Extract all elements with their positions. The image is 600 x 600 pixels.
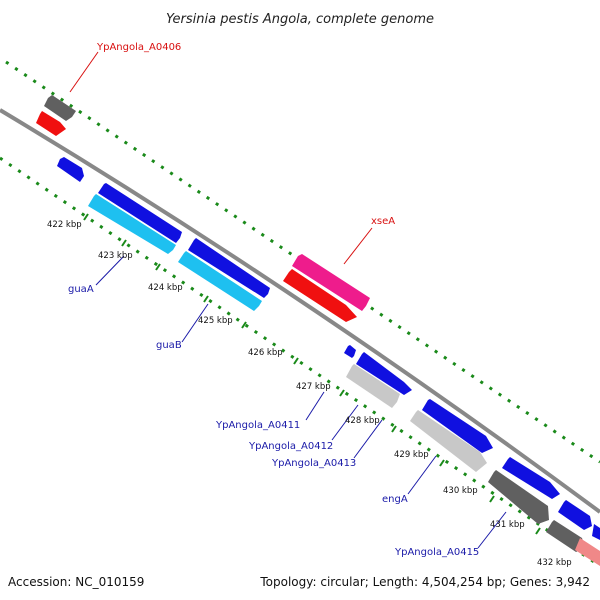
connector-ypangola-a0412 bbox=[331, 404, 359, 441]
feature-ypangola-a0411[interactable] bbox=[356, 352, 412, 395]
gene-label-ypangola-a0411[interactable]: YpAngola_A0411 bbox=[215, 420, 300, 431]
feature-red-xsea-adjacent[interactable] bbox=[283, 269, 357, 322]
connector-ypangola-a0411 bbox=[305, 391, 325, 421]
tick-label: 431 kbp bbox=[490, 520, 525, 530]
feature-blue-right-2[interactable] bbox=[558, 500, 592, 530]
feature-guab-upper[interactable] bbox=[188, 238, 270, 298]
inner-track bbox=[57, 157, 600, 566]
tick-label: 427 kbp bbox=[296, 382, 331, 392]
gene-label-ypangola-a0415[interactable]: YpAngola_A0415 bbox=[394, 547, 479, 558]
tick-label: 430 kbp bbox=[443, 486, 478, 496]
feature-xsea[interactable] bbox=[292, 254, 370, 311]
feature-ypangola-a0406[interactable] bbox=[44, 95, 76, 121]
tick-mark bbox=[489, 495, 495, 503]
feature-ypangola-a0415[interactable] bbox=[488, 470, 549, 524]
connector-enga bbox=[407, 455, 437, 495]
feature-guaa[interactable] bbox=[88, 194, 176, 254]
connector-ypangola-a0415 bbox=[477, 511, 507, 549]
connector-guab bbox=[181, 303, 209, 343]
gene-labels: YpAngola_A0406 xseA guaA guaB YpAngola_A… bbox=[68, 42, 479, 558]
feature-red-small[interactable] bbox=[36, 111, 66, 136]
genome-backbone bbox=[0, 108, 600, 514]
gene-label-ypangola-a0413[interactable]: YpAngola_A0413 bbox=[271, 458, 356, 469]
tick-label: 424 kbp bbox=[148, 283, 183, 293]
feature-blue-small[interactable] bbox=[57, 157, 84, 182]
feature-enga-upper[interactable] bbox=[422, 399, 493, 453]
feature-blue-edge[interactable] bbox=[592, 524, 600, 540]
feature-blue-right-1[interactable] bbox=[502, 457, 560, 499]
inner-dotted-guide bbox=[0, 156, 600, 568]
feature-grey-right[interactable] bbox=[546, 520, 585, 552]
connector-xsea bbox=[343, 227, 373, 265]
tick-mark bbox=[535, 527, 541, 535]
tick-mark bbox=[121, 239, 127, 247]
tick-mark bbox=[241, 321, 247, 329]
accession-text: Accession: NC_010159 bbox=[8, 575, 144, 589]
tick-label: 426 kbp bbox=[248, 348, 283, 358]
tick-mark bbox=[439, 459, 445, 467]
tick-labels: 422 kbp 423 kbp 424 kbp 425 kbp 426 kbp … bbox=[47, 220, 572, 568]
feature-guaa-upper[interactable] bbox=[98, 183, 182, 243]
outer-track bbox=[36, 95, 370, 322]
tick-mark bbox=[203, 295, 209, 303]
gene-label-enga[interactable]: engA bbox=[382, 494, 408, 505]
outer-dotted-guide bbox=[5, 60, 600, 464]
feature-pink-edge[interactable] bbox=[575, 538, 600, 566]
map-title: Yersinia pestis Angola, complete genome bbox=[166, 12, 434, 27]
tick-label: 432 kbp bbox=[537, 558, 572, 568]
topology-summary: Topology: circular; Length: 4,504,254 bp… bbox=[259, 575, 590, 589]
tick-mark bbox=[293, 357, 299, 365]
connector-ypangola-a0413 bbox=[353, 419, 383, 459]
gene-label-xsea[interactable]: xseA bbox=[371, 216, 395, 227]
feature-ypangola-a0412[interactable] bbox=[346, 364, 400, 408]
connector-ypangola-a0406 bbox=[69, 51, 99, 93]
tick-label: 423 kbp bbox=[98, 251, 133, 261]
tick-mark bbox=[339, 389, 345, 397]
tick-label: 422 kbp bbox=[47, 220, 82, 230]
feature-blue-tiny[interactable] bbox=[344, 345, 356, 358]
gene-label-guaa[interactable]: guaA bbox=[68, 284, 94, 295]
connector-guaa bbox=[95, 255, 125, 286]
tick-label: 429 kbp bbox=[394, 450, 429, 460]
gene-label-guab[interactable]: guaB bbox=[156, 340, 182, 351]
tick-label: 425 kbp bbox=[198, 316, 233, 326]
gene-label-ypangola-a0406[interactable]: YpAngola_A0406 bbox=[96, 42, 181, 53]
tick-label: 428 kbp bbox=[345, 416, 380, 426]
tick-marks bbox=[83, 213, 541, 535]
tick-mark bbox=[155, 263, 161, 271]
feature-enga[interactable] bbox=[410, 410, 487, 472]
feature-guab[interactable] bbox=[178, 251, 262, 311]
gene-label-ypangola-a0412[interactable]: YpAngola_A0412 bbox=[248, 441, 333, 452]
tick-mark bbox=[83, 213, 89, 221]
tick-mark bbox=[391, 425, 397, 433]
